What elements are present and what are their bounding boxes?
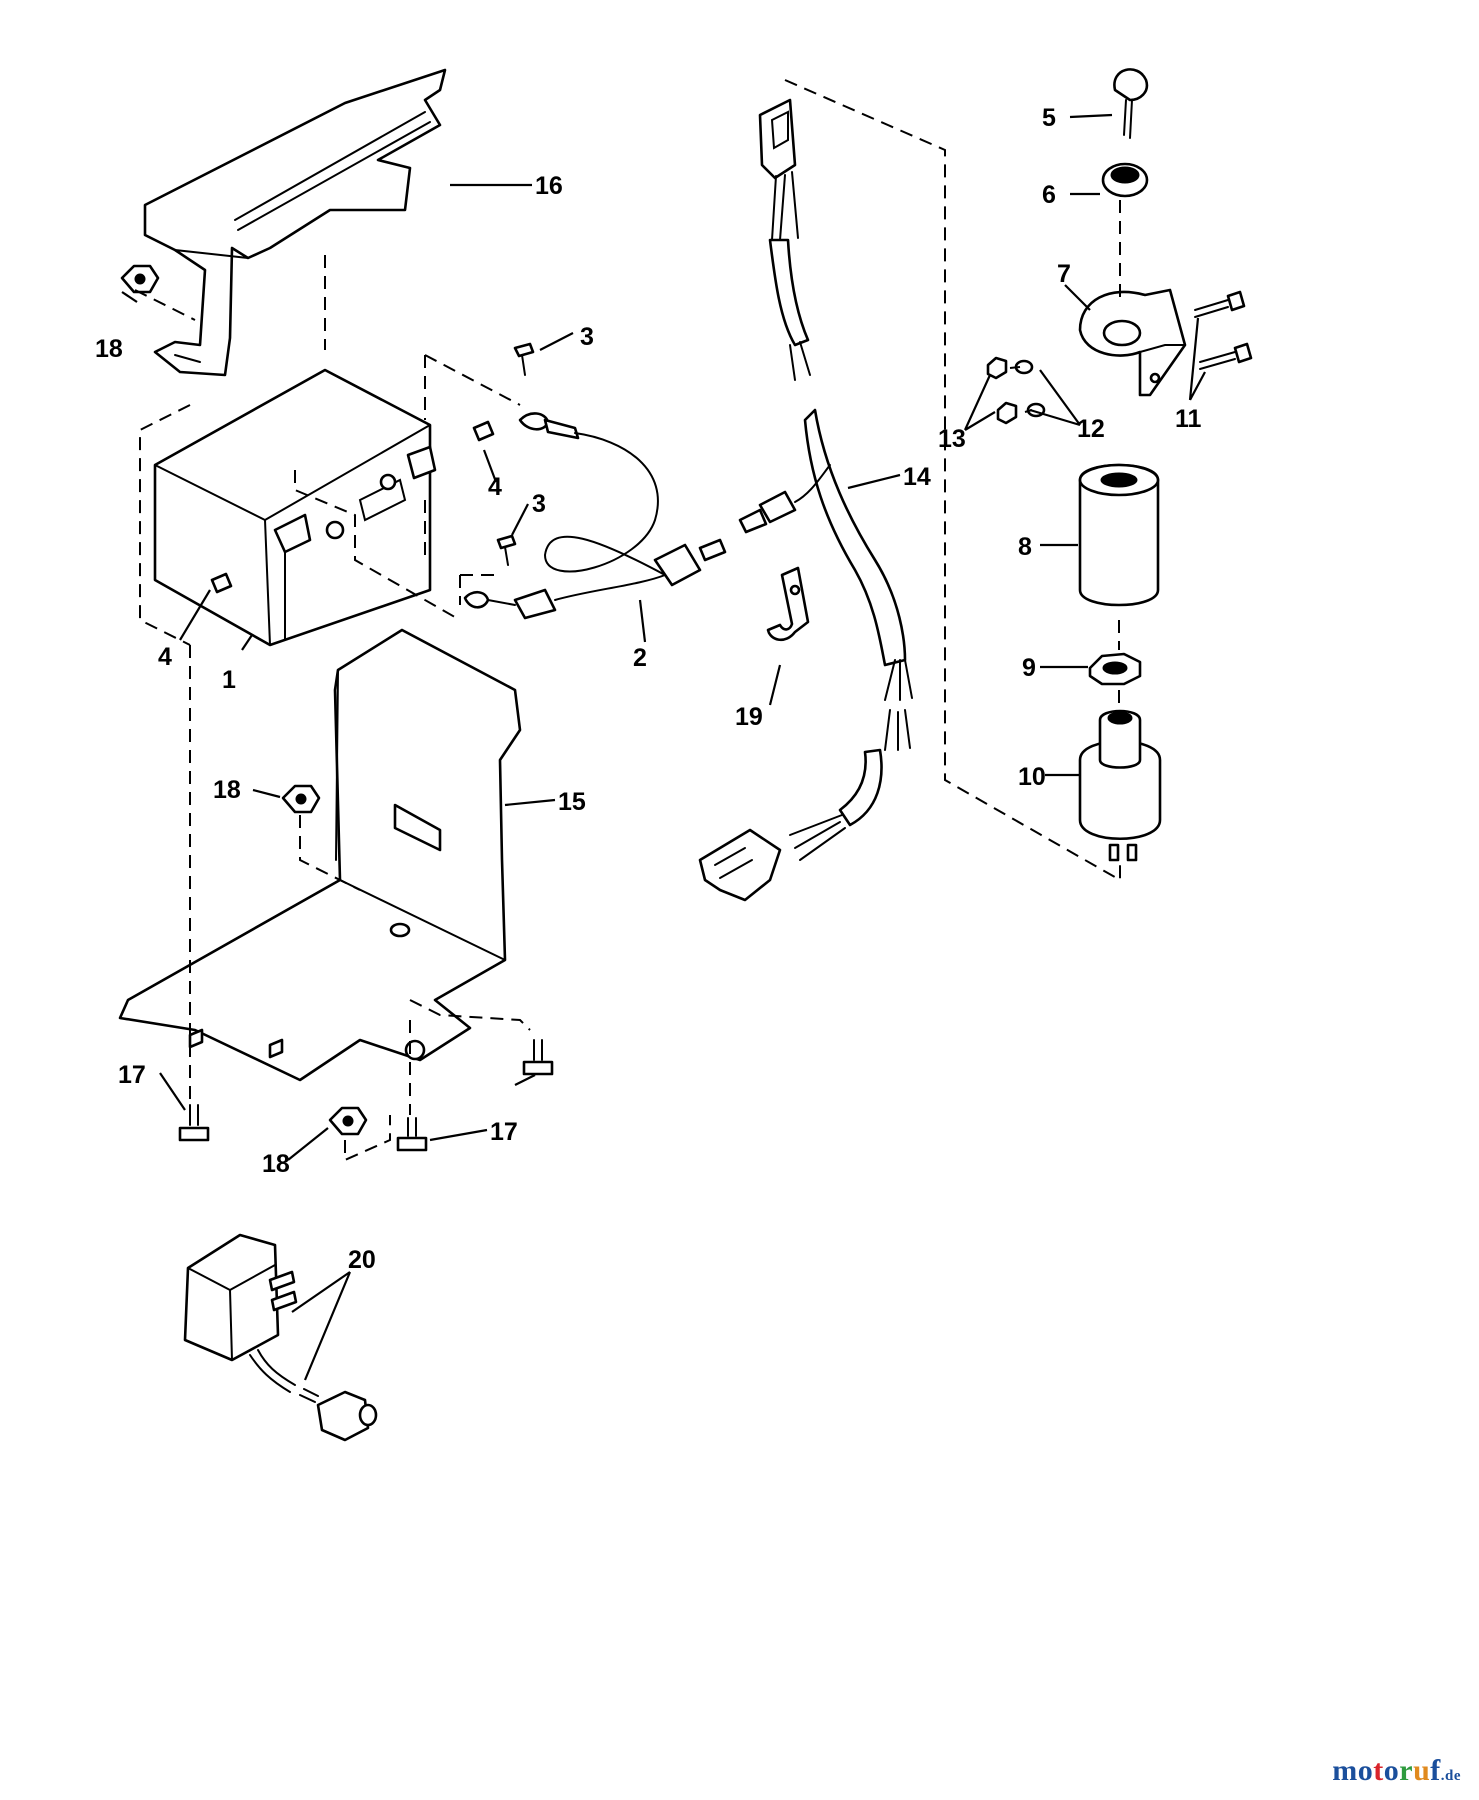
ignition-key bbox=[1113, 68, 1149, 139]
callout-13: 13 bbox=[938, 425, 966, 453]
callout-2: 2 bbox=[633, 644, 647, 672]
battery-charger bbox=[183, 1233, 378, 1442]
callout-11: 11 bbox=[1175, 405, 1202, 433]
battery bbox=[153, 368, 437, 647]
watermark-letter: m bbox=[1332, 1754, 1358, 1787]
terminal-nut-lower bbox=[210, 572, 233, 594]
flange-nut-lower bbox=[328, 1106, 368, 1136]
watermark-letter: o bbox=[1383, 1754, 1400, 1787]
callout-3-lower: 3 bbox=[532, 490, 546, 518]
motoruf-watermark: motoruf.de bbox=[1332, 1754, 1461, 1788]
callout-leaders bbox=[121, 113, 1206, 1381]
callout-8: 8 bbox=[1018, 533, 1032, 561]
callout-5: 5 bbox=[1042, 104, 1056, 132]
battery-cable bbox=[463, 412, 831, 620]
callout-7: 7 bbox=[1057, 260, 1071, 288]
watermark-letter: f bbox=[1430, 1754, 1441, 1787]
watermark-letter: r bbox=[1399, 1754, 1414, 1787]
callout-16: 16 bbox=[535, 172, 563, 200]
bracket-screw-upper bbox=[1194, 290, 1246, 318]
tray-screw-center bbox=[396, 1117, 428, 1152]
callout-18-middle: 18 bbox=[213, 776, 241, 804]
callout-12: 12 bbox=[1077, 415, 1105, 443]
switch-lock-nut bbox=[1088, 652, 1142, 686]
switch-cover-tube bbox=[1078, 463, 1160, 607]
battery-tray bbox=[118, 628, 522, 1082]
assembly-guide-lines bbox=[134, 79, 1121, 1162]
battery-hold-down-bracket bbox=[143, 68, 447, 377]
callout-9: 9 bbox=[1022, 654, 1036, 682]
callout-20: 20 bbox=[348, 1246, 376, 1274]
hex-nuts bbox=[986, 356, 1018, 425]
callout-19: 19 bbox=[735, 703, 763, 731]
watermark-letter: u bbox=[1413, 1754, 1431, 1787]
callout-15: 15 bbox=[558, 788, 586, 816]
callout-17-right: 17 bbox=[490, 1118, 518, 1146]
watermark-suffix: .de bbox=[1440, 1768, 1461, 1784]
callout-18-lower: 18 bbox=[262, 1150, 290, 1178]
watermark-letter: o bbox=[1357, 1754, 1374, 1787]
wiring-harness bbox=[698, 98, 913, 902]
watermark-letter: t bbox=[1373, 1754, 1384, 1787]
cable-clip bbox=[766, 566, 810, 642]
flange-nut-middle bbox=[281, 784, 321, 814]
callout-6: 6 bbox=[1042, 181, 1056, 209]
callout-10: 10 bbox=[1018, 763, 1046, 791]
battery-terminal-bolt bbox=[513, 342, 535, 376]
flange-nut-upper bbox=[120, 264, 160, 294]
switch-mounting-bracket bbox=[1078, 288, 1187, 397]
callout-17-left: 17 bbox=[118, 1061, 146, 1089]
bracket-screw-lower bbox=[1199, 342, 1253, 370]
battery-terminal-bolt-lower bbox=[496, 534, 517, 566]
callout-4-right: 4 bbox=[488, 473, 502, 501]
callout-labels: 1 2 3 3 4 4 5 6 7 8 9 10 11 12 13 14 15 … bbox=[95, 104, 1202, 1274]
callout-18-upper: 18 bbox=[95, 335, 123, 363]
callout-1: 1 bbox=[222, 666, 236, 694]
tray-screw-left bbox=[178, 1104, 210, 1142]
ignition-switch bbox=[1078, 709, 1162, 862]
callout-3-upper: 3 bbox=[580, 323, 594, 351]
lock-washers bbox=[1014, 359, 1046, 418]
callout-14: 14 bbox=[903, 463, 931, 491]
callout-4-left: 4 bbox=[158, 643, 172, 671]
tray-screw-right bbox=[522, 1039, 554, 1076]
switch-bezel-nut bbox=[1101, 162, 1149, 198]
terminal-nut bbox=[472, 420, 495, 442]
